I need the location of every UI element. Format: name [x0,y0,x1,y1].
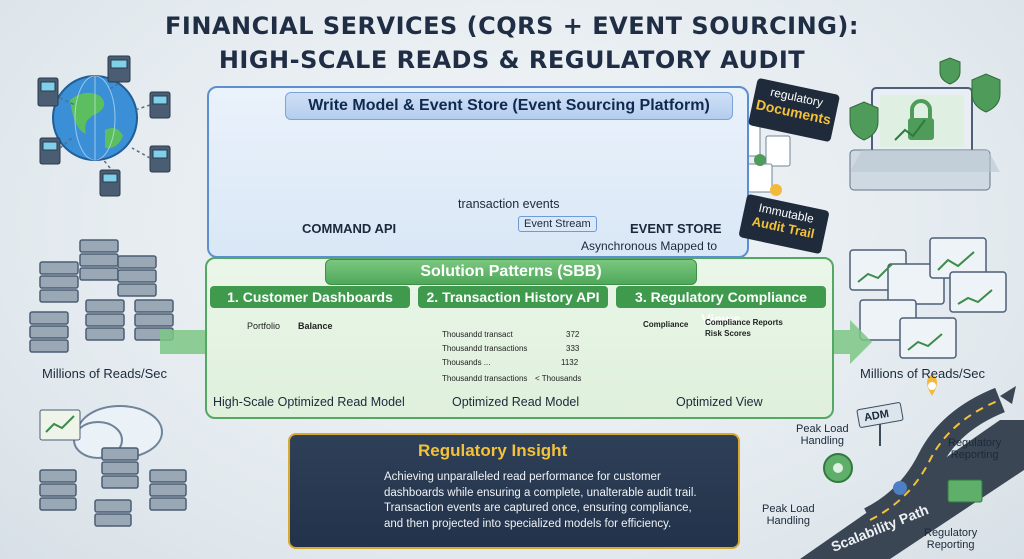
event-stream-label: Event Stream [518,216,597,232]
peak-load-1: Peak Load [796,423,849,435]
insight-body: Achieving unparalleled read performance … [384,470,729,532]
insight-line3: Transaction events are captured once, en… [384,502,692,514]
page-title-line1: FINANCIAL SERVICES (CQRS + EVENT SOURCIN… [165,12,859,40]
scalability-road [800,374,1024,559]
txn-row-3-value: 1132 [561,358,579,367]
portfolio-label: Portfolio [247,321,281,331]
col1-title: 1. Customer Dashboards [210,286,410,308]
compliance-reports-label: Compliance Reports [705,318,783,327]
peak-load-2: Peak Load [762,503,815,515]
col3-caption: Optimized View [676,395,763,409]
secure-monitor-icon [849,57,1001,191]
regulatory-1: Regulatory [948,437,1002,449]
balance-label: Balance [298,321,333,331]
event-store-label: EVENT STORE [630,221,722,236]
reads-left-label: Millions of Reads/Sec [42,366,167,381]
txn-row-2-text: Thousandd transactions [442,344,528,353]
async-mapped-label: Asynchronous Mapped to [581,239,718,253]
read-arrow-right [826,320,872,364]
col1-caption: High-Scale Optimized Read Model [213,395,405,409]
server-stacks-left [29,239,174,353]
risk-scores-label: Risk Scores [705,329,751,338]
handling-1: Handling [800,435,845,447]
peak-load-label-1: Peak Load Handling [796,423,849,447]
insight-line1: Achieving unparalleled read performance … [384,471,661,483]
compliance-label: Compliance [643,320,689,329]
globe-icon [52,75,138,161]
txn-row-4-value: < Thousands [535,374,582,383]
txn-row-1-value: 372 [566,330,580,339]
page-title-line2: HIGH-SCALE READS & REGULATORY AUDIT [218,46,806,74]
txn-row-2-value: 333 [566,344,580,353]
txn-row-4-text: Thousandd transactions [442,374,528,383]
col2-caption: Optimized Read Model [452,395,580,409]
insight-line4: and then projected into specialized mode… [384,517,672,530]
reporting-1: Reporting [950,449,999,461]
col2-title: 2. Transaction History API [418,286,608,308]
txn-row-1-text: Thousandd transact [442,330,513,339]
solution-patterns-header: Solution Patterns (SBB) [325,259,697,285]
reads-right-label: Millions of Reads/Sec [860,366,985,381]
cloud-servers-icon [39,405,187,527]
txn-row-3-text: Thousands ... [442,358,491,367]
command-api-label: COMMAND API [302,221,397,236]
peak-load-label-2: Peak Load Handling [762,503,815,527]
insight-title: Regulatory Insight [418,441,568,460]
regulatory-reporting-label-2: Regulatory Reporting [924,527,977,551]
transaction-events-label: transaction events [458,197,560,211]
reporting-2: Reporting [926,539,975,551]
atm-icons [37,55,171,197]
handling-2: Handling [766,515,811,527]
write-model-header: Write Model & Event Store (Event Sourcin… [285,92,733,120]
col3-title: 3. Regulatory Compliance Views [616,286,826,327]
regulatory-reporting-label-1: Regulatory Reporting [948,437,1001,461]
dashboard-screens-right [849,237,1007,359]
regulatory-2: Regulatory [924,527,978,539]
regulatory-insight-box [288,433,740,549]
insight-line2: dashboards while ensuring a complete, un… [384,486,697,499]
adm-sign [856,402,904,446]
